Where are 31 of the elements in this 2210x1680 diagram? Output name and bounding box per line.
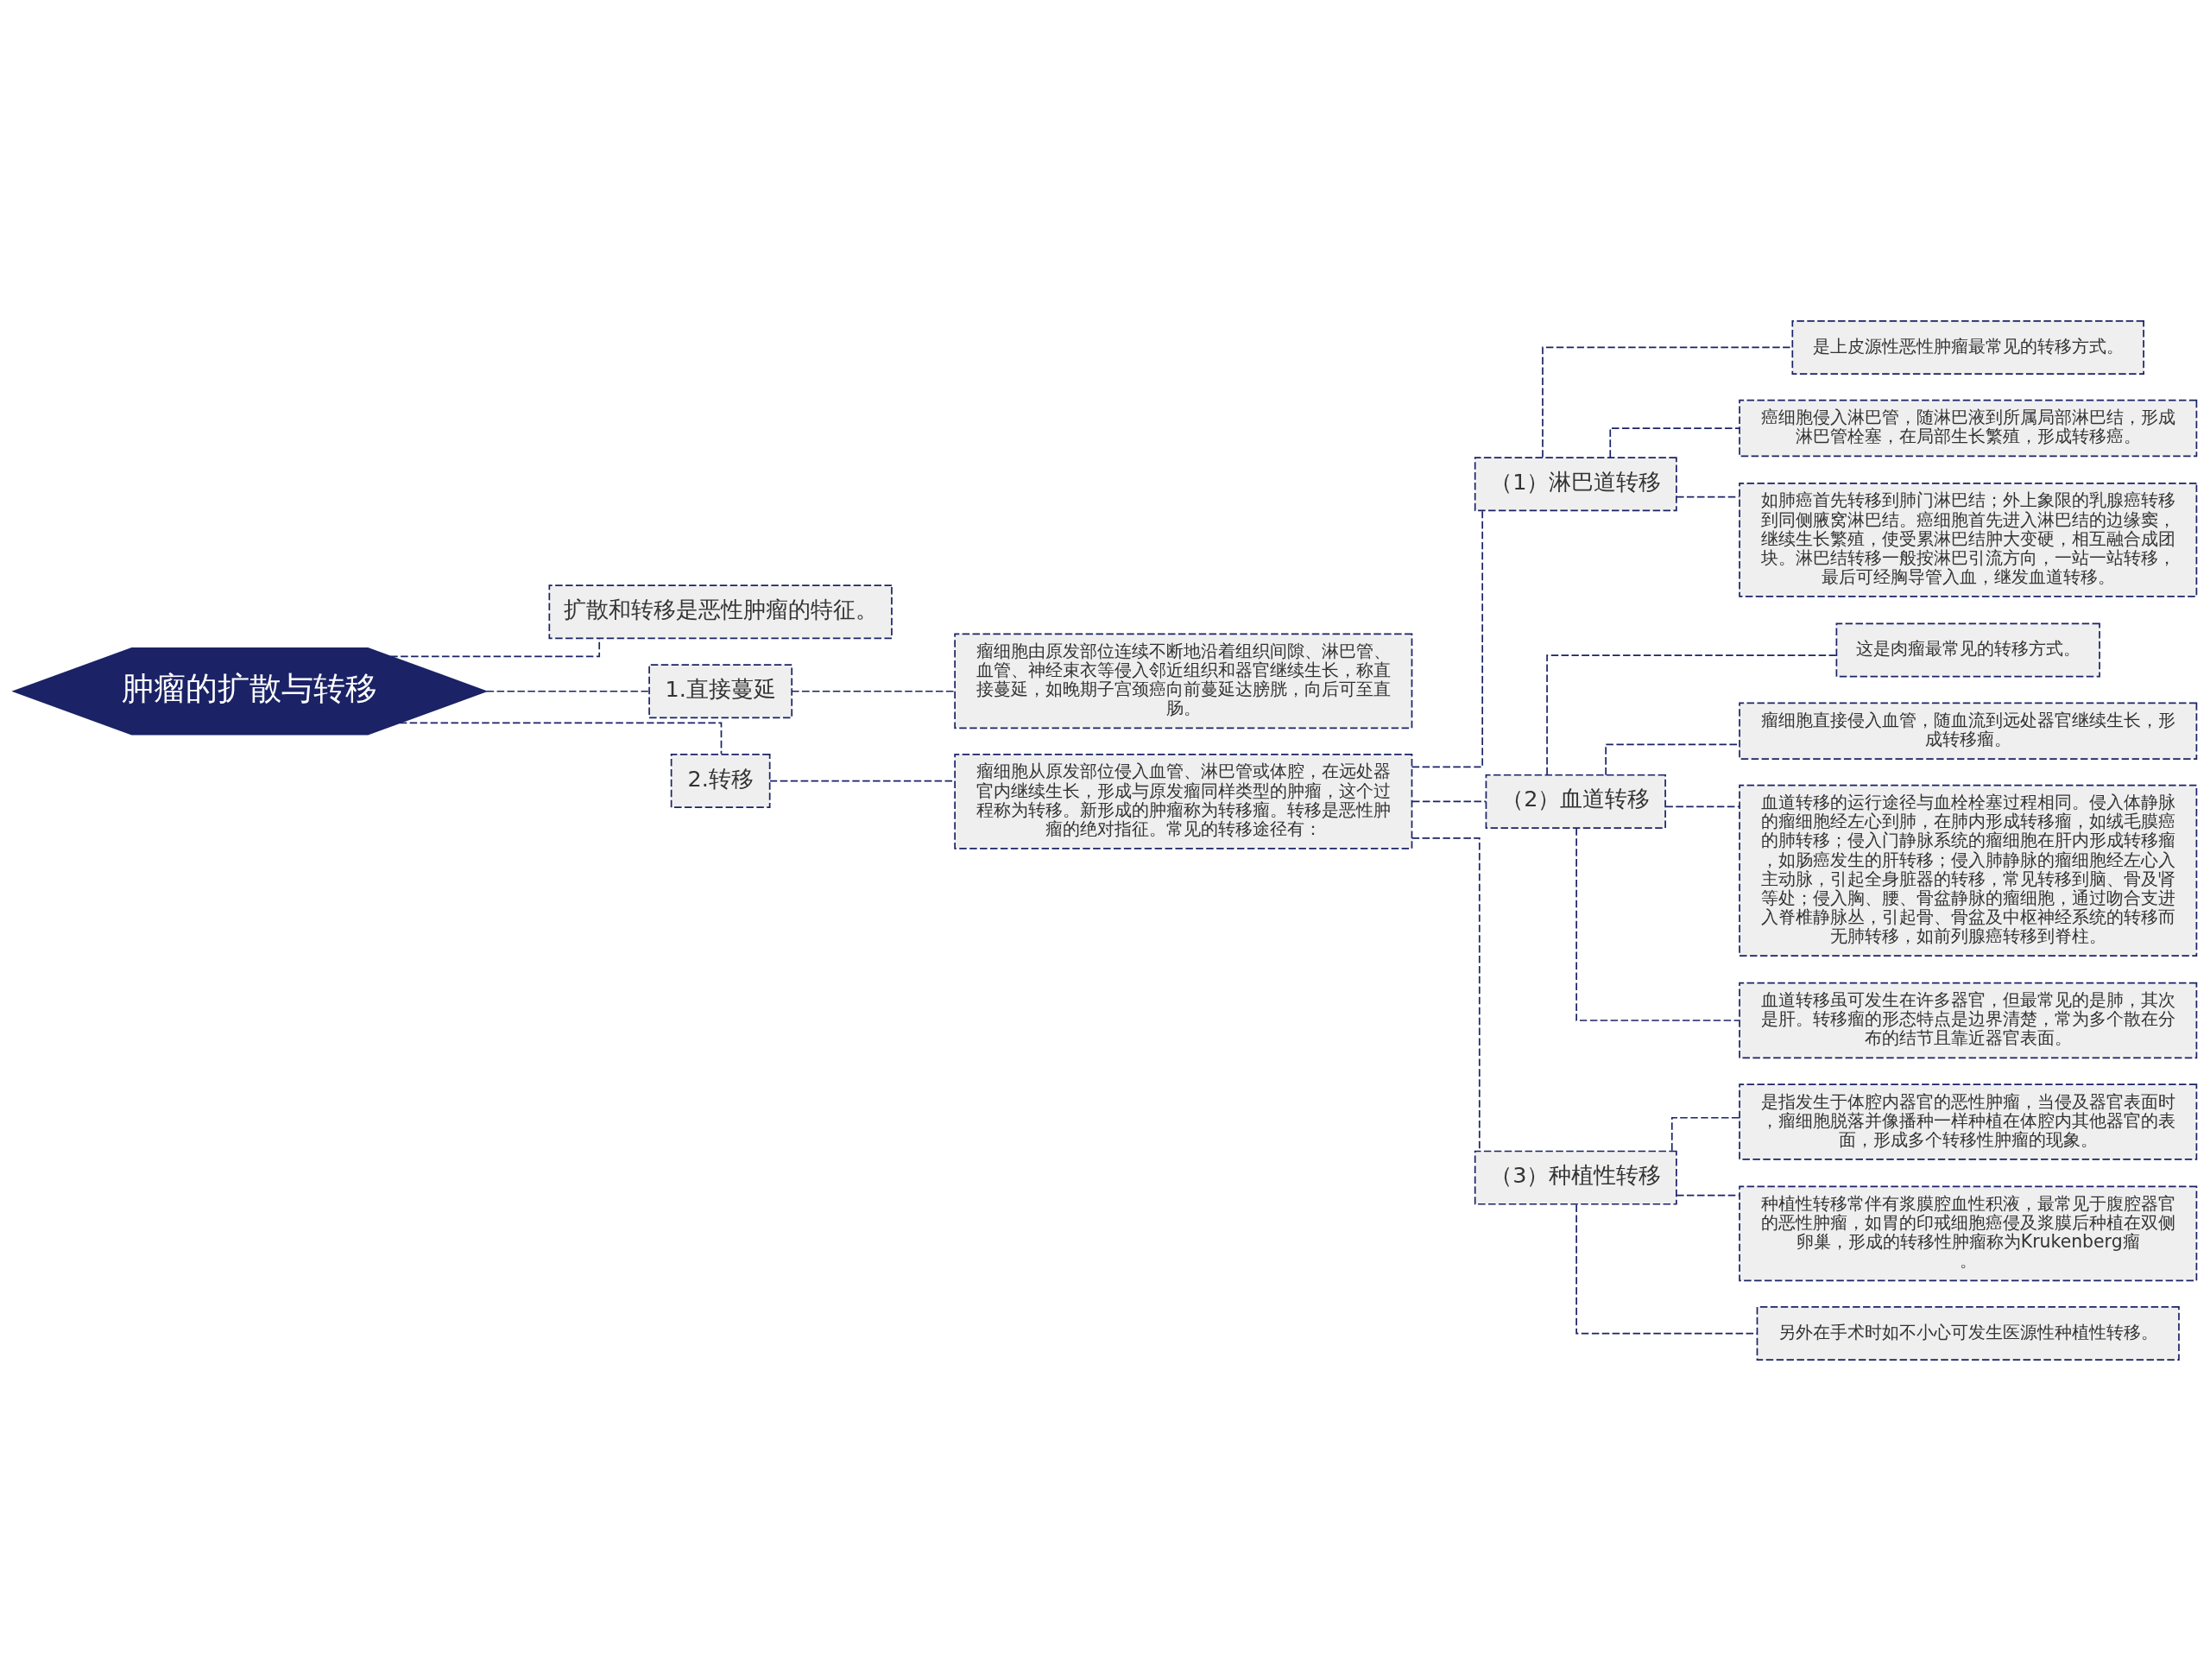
node-box: 1.直接蔓延 xyxy=(648,663,793,718)
node-box: （1）淋巴道转移 xyxy=(1474,456,1677,511)
node-box: 另外在手术时如不小心可发生医源性种植性转移。 xyxy=(1756,1305,2180,1361)
connector xyxy=(1676,496,1740,497)
node-box: 瘤细胞直接侵入血管，随血流到远处器官继续生长，形成转移瘤。 xyxy=(1739,702,2198,760)
connector xyxy=(399,722,723,755)
connector xyxy=(1670,1116,1740,1152)
node-box: 是指发生于体腔内器官的恶性肿瘤，当侵及器官表面时，瘤细胞脱落并像播种一样种植在体腔内其他器官的表面，形成多个转移性肿瘤的现象。 xyxy=(1739,1083,2198,1160)
node-box: 如肺癌首先转移到肺门淋巴结；外上象限的乳腺癌转移到同侧腋窝淋巴结。癌细胞首先进入淋巴结的边缘窦，继续生长繁殖，使受累淋巴结肿大变硬，相互融合成团块。淋巴结转移一般按淋巴引流方向，一站一站转移，最后可经胸导管入血，继发血道转移。 xyxy=(1739,482,2198,597)
connector xyxy=(485,690,650,692)
connector xyxy=(1609,426,1740,458)
node-box: 这是肉瘤最常见的转移方式。 xyxy=(1835,622,2100,678)
connector xyxy=(1546,654,1837,775)
node-box: 癌细胞侵入淋巴管，随淋巴液到所属局部淋巴结，形成淋巴管栓塞，在局部生长繁殖，形成转移癌。 xyxy=(1739,399,2198,457)
node-box: （2）血道转移 xyxy=(1485,774,1666,829)
node-box: 2.转移 xyxy=(670,753,771,808)
node-box: 血道转移的运行途径与血栓栓塞过程相同。侵入体静脉的瘤细胞经左心到肺，在肺内形成转移瘤，如绒毛膜癌的肺转移；侵入门静脉系统的瘤细胞在肝内形成转移瘤，如肠癌发生的肝转移；侵入肺静脉的瘤细胞经左心入主动脉，引起全身脏器的转移，常见转移到脑、骨及肾等处；侵入胸、腰、骨盆静脉的瘤细胞，通过吻合支进入脊椎静脉丛，引起骨、骨盆及中枢神经系统的转移而无肺转移，如前列腺癌转移到脊柱。 xyxy=(1739,784,2198,957)
connector xyxy=(1542,346,1793,458)
connector xyxy=(1411,509,1484,767)
connector xyxy=(1575,827,1740,1021)
node-box: 血道转移虽可发生在许多器官，但最常见的是肺，其次是肝。转移瘤的形态特点是边界清楚，常为多个散在分布的结节且靠近器官表面。 xyxy=(1739,982,2198,1058)
node-box: 是上皮源性恶性肿瘤最常见的转移方式。 xyxy=(1791,319,2144,375)
node-box: （3）种植性转移 xyxy=(1474,1150,1677,1205)
node-box: 瘤细胞由原发部位连续不断地沿着组织间隙、淋巴管、血管、神经束衣等侵入邻近组织和器官继续生长，称直接蔓延，如晚期子宫颈癌向前蔓延达膀胱，向后可至直肠。 xyxy=(954,633,1413,729)
connector xyxy=(1664,805,1740,807)
node-box: 瘤细胞从原发部位侵入血管、淋巴管或体腔，在远处器官内继续生长，形成与原发瘤同样类型的肿瘤，这个过程称为转移。新形成的肿瘤称为转移瘤。转移是恶性肿瘤的绝对指征。常见的转移途径有： xyxy=(954,753,1413,849)
node-box: 种植性转移常伴有浆膜腔血性积液，最常见于腹腔器官的恶性肿瘤，如胃的印戒细胞癌侵及浆膜后种植在双侧卵巢，形成的转移性肿瘤称为Krukenberg瘤。 xyxy=(1739,1185,2198,1281)
node-box: 扩散和转移是恶性肿瘤的特征。 xyxy=(548,584,893,639)
connector xyxy=(1676,1194,1740,1196)
connector xyxy=(1411,800,1487,802)
connector xyxy=(791,690,956,692)
